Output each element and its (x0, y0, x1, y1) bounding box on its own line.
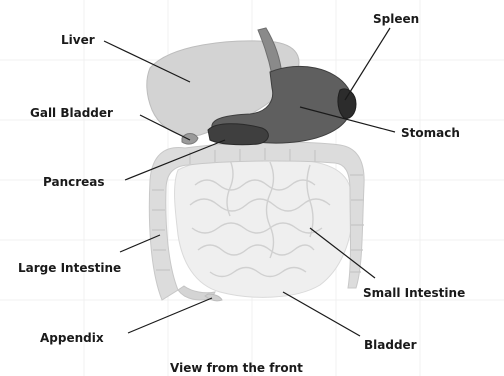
appendix-leader (128, 298, 212, 333)
label-pancreas: Pancreas (43, 175, 105, 189)
spleen-organ (338, 89, 356, 118)
label-appendix: Appendix (40, 331, 104, 345)
label-gall-bladder: Gall Bladder (30, 106, 113, 120)
label-large-intestine: Large Intestine (18, 261, 121, 275)
label-spleen: Spleen (373, 12, 419, 26)
spleen-leader (345, 28, 390, 100)
small-intestine-organ (175, 158, 353, 298)
label-stomach: Stomach (401, 126, 460, 140)
pancreas-organ (208, 124, 268, 145)
label-liver: Liver (61, 33, 95, 47)
label-small-intestine: Small Intestine (363, 286, 465, 300)
gall-bladder-organ (182, 134, 198, 145)
label-bladder: Bladder (364, 338, 417, 352)
bladder-leader (283, 292, 360, 336)
caption: View from the front (170, 361, 303, 375)
